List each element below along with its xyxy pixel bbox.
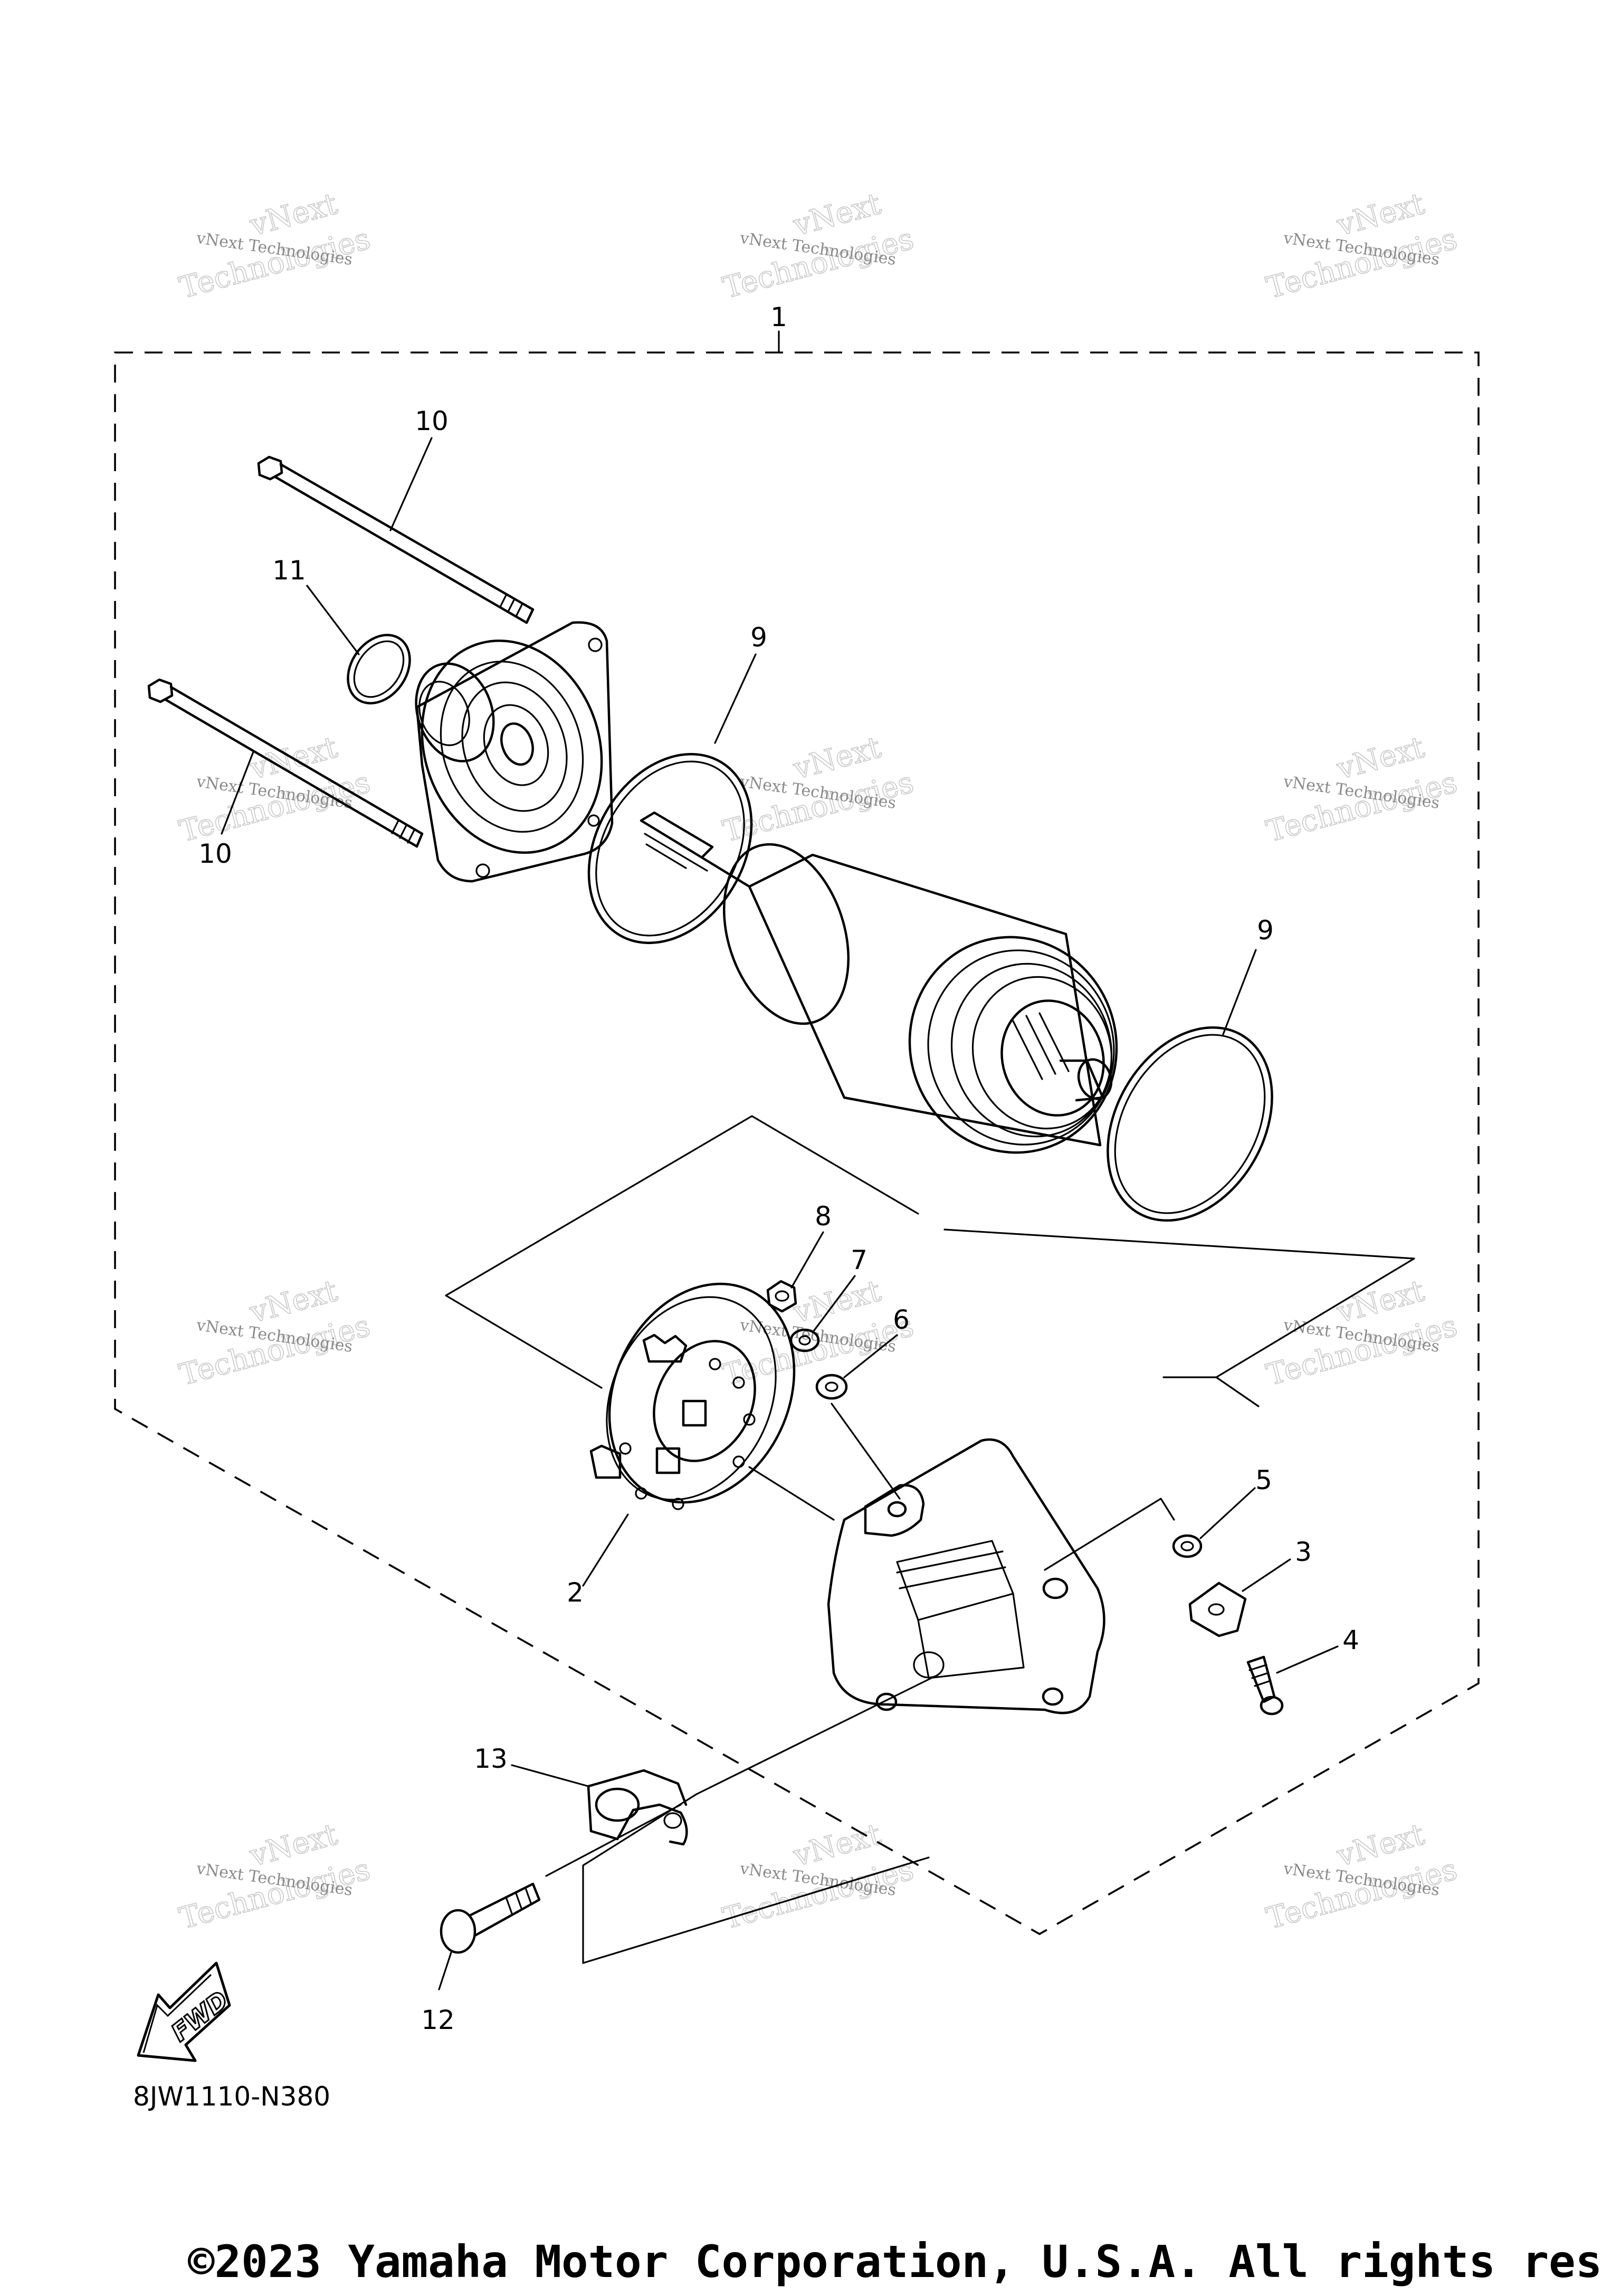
callout-7: 7: [851, 1245, 867, 1275]
callout-6: 6: [893, 1304, 910, 1335]
bolt-flange: [440, 1804, 682, 1954]
rear-fastener-guide: [582, 1498, 1175, 1964]
callout-9b: 9: [1257, 915, 1274, 946]
leader-9b: [1222, 949, 1257, 1035]
diagram-code: 8JW1110-N380: [133, 2081, 330, 2112]
leader-5: [1199, 1487, 1256, 1539]
clamp: [587, 1769, 688, 1846]
callout-13: 13: [474, 1744, 508, 1774]
leader-9a: [714, 653, 757, 744]
stud-line: [831, 1403, 901, 1500]
leader-4: [1276, 1645, 1339, 1674]
assembly-plane: [445, 1115, 1415, 1407]
leader-6: [843, 1334, 898, 1378]
brush-holder-plate: [589, 1282, 796, 1510]
rear-cover: [827, 1438, 1105, 1714]
leader-12: [438, 1951, 452, 1990]
callout-11: 11: [272, 555, 306, 586]
callout-10b: 10: [198, 839, 232, 869]
callout-5: 5: [1255, 1465, 1272, 1495]
callout-1: 1: [770, 302, 787, 332]
callout-3: 3: [1295, 1537, 1312, 1567]
leader-13: [511, 1764, 589, 1787]
bracket: [1188, 1582, 1247, 1637]
callout-4: 4: [1342, 1625, 1359, 1655]
front-cover: [415, 621, 614, 883]
forward-arrow-icon: FWD: [137, 1961, 234, 2062]
washer-6: [815, 1374, 848, 1400]
copyright-notice: ©2023 Yamaha Motor Corporation, U.S.A. A…: [188, 2236, 1602, 2288]
armature-yoke: [640, 811, 1118, 1154]
leader-10b: [221, 751, 254, 835]
o-ring-large-lower: [1107, 1026, 1273, 1222]
through-bolt-upper: [257, 455, 535, 624]
assembly-boundary: [114, 351, 1480, 1936]
callout-9a: 9: [750, 622, 767, 653]
leader-3: [1242, 1558, 1291, 1592]
leader-11: [306, 585, 360, 655]
callout-8: 8: [815, 1201, 832, 1232]
leader-2: [582, 1513, 629, 1587]
plate-alignment-line: [748, 1466, 835, 1521]
callout-10a: 10: [415, 406, 449, 436]
through-bolt-lower: [147, 678, 424, 848]
leader-8: [790, 1231, 824, 1289]
leader-7: [812, 1275, 856, 1333]
washer-5: [1172, 1534, 1203, 1558]
callout-2: 2: [567, 1577, 584, 1608]
leader-10a: [389, 437, 433, 531]
o-ring-small: [347, 634, 411, 704]
callout-12: 12: [421, 2005, 455, 2035]
bolt-small: [1246, 1655, 1284, 1716]
